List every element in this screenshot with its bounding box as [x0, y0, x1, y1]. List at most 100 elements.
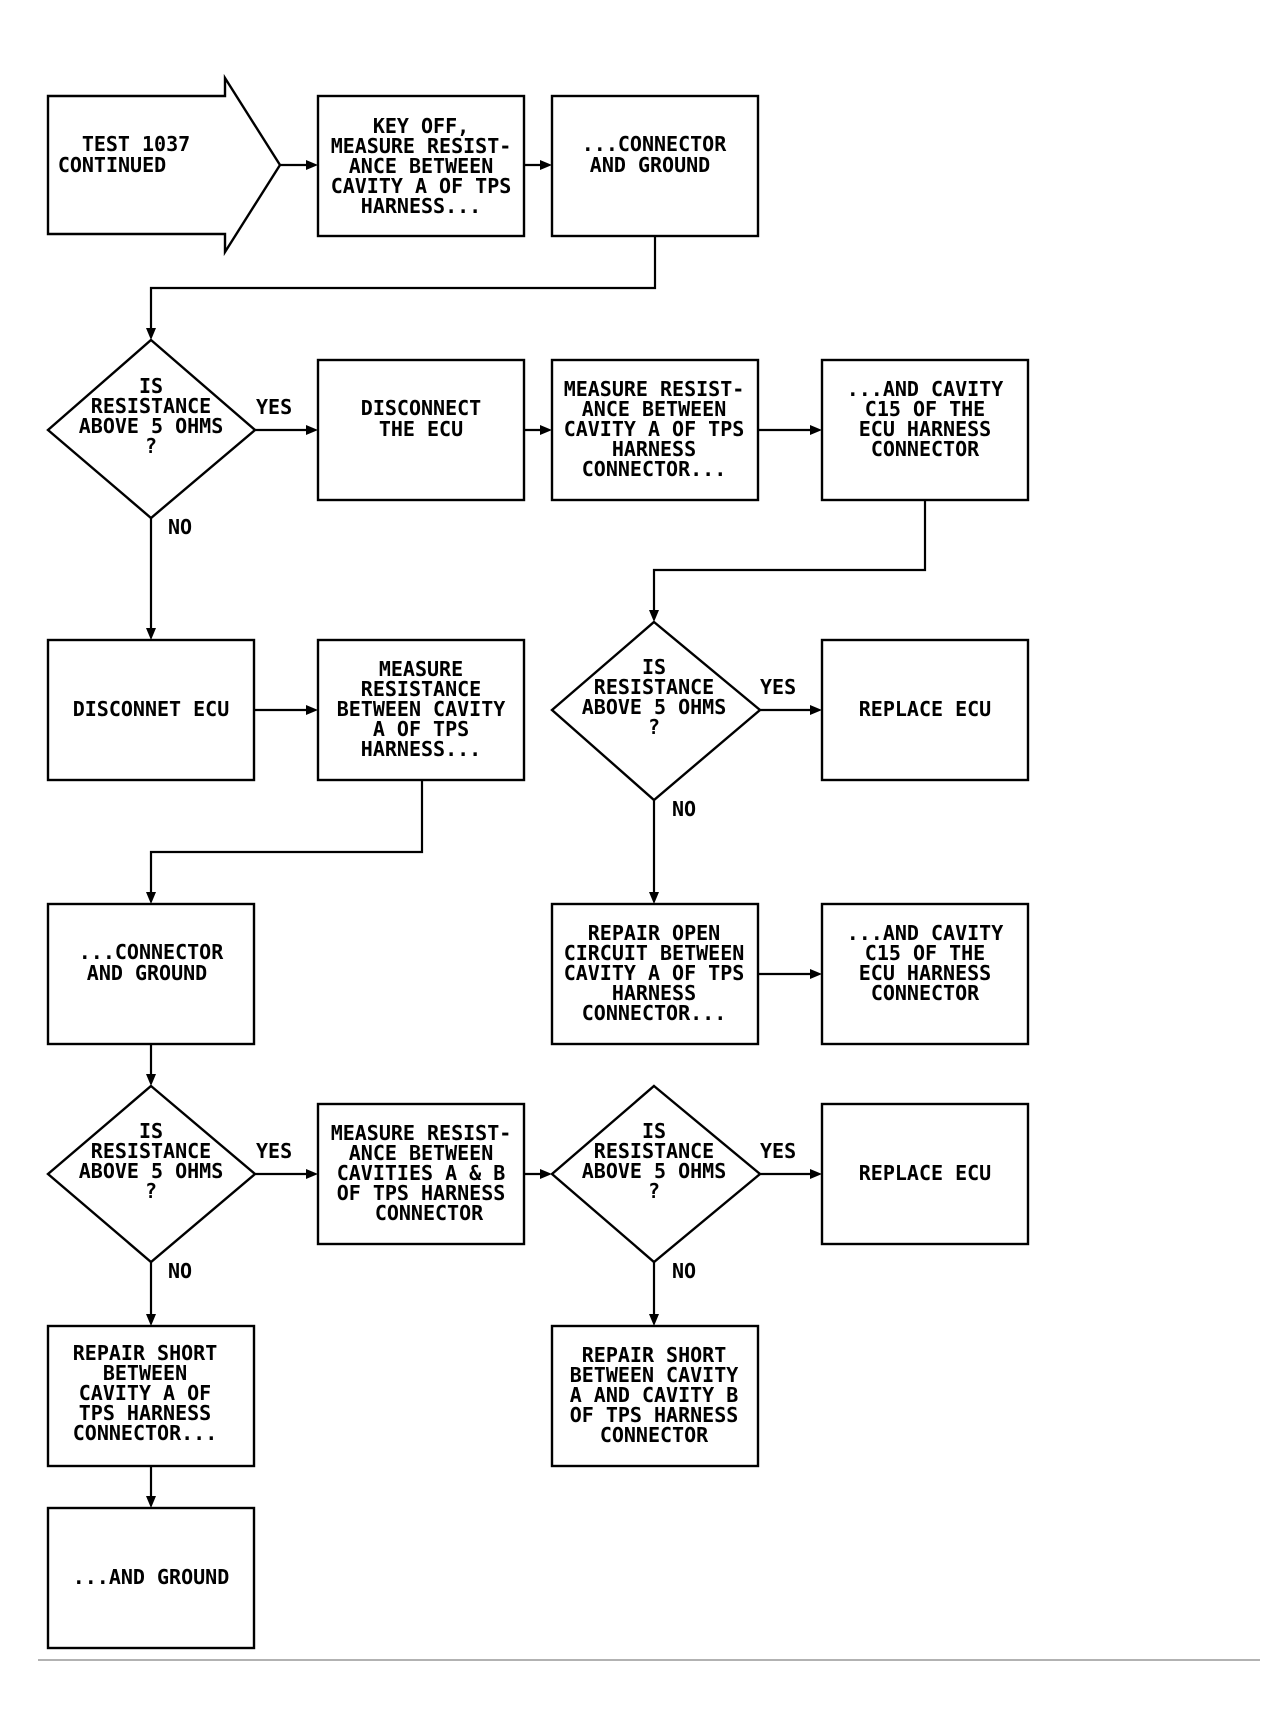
- box-measure-ab-line-2: ANCE BETWEEN: [349, 1141, 494, 1165]
- arrowhead-ground-2-to-decision-3: [146, 1074, 156, 1086]
- box-replace-ecu-1-line-1: REPLACE ECU: [859, 697, 991, 721]
- box-repair-short-ab-line-1: REPAIR SHORT: [582, 1343, 727, 1367]
- box-measure-tps-2-line-1: MEASURE: [379, 657, 463, 681]
- box-measure-tps-1: [550, 358, 760, 502]
- box-connector-ground-2: [46, 902, 256, 1046]
- box-connector-ground-2-line-1: ...CONNECTOR: [79, 940, 224, 964]
- arrowhead-decision-3-no: [146, 1314, 156, 1326]
- box-measure-tps-1-line-2: ANCE BETWEEN: [582, 397, 727, 421]
- box-repair-open-line-4: HARNESS: [612, 981, 696, 1005]
- connector-ground-1-to-decision-1: [149, 236, 657, 334]
- box-cavity-c15-2-line-3: ECU HARNESS: [859, 961, 991, 985]
- box-measure-tps-2-line-3: BETWEEN CAVITY: [337, 697, 506, 721]
- box-measure-tps-2-line-2: RESISTANCE: [361, 677, 481, 701]
- box-connector-ground-1-line-1: ...CONNECTOR: [582, 132, 727, 156]
- arrowhead-repair-short-a-to-and-ground: [146, 1496, 156, 1508]
- box-repair-short-ab-line-4: OF TPS HARNESS: [570, 1403, 739, 1427]
- box-repair-open-circuit: [550, 902, 760, 1046]
- connector-measure-2-to-connector-ground-2: [149, 780, 424, 898]
- decision-1-line-1: IS: [139, 374, 163, 398]
- box-measure-tps-1-line-1: MEASURE RESIST-: [564, 377, 745, 401]
- arrowhead-disconnet-to-measure-2: [306, 705, 318, 715]
- decision-3-line-2: RESISTANCE: [91, 1139, 211, 1163]
- box-connector-ground-1-line-2: AND GROUND: [590, 153, 710, 177]
- start-label-line-1: TEST 1037: [82, 132, 190, 156]
- arrowhead-decision-1-no: [146, 628, 156, 640]
- box-measure-ab-line-3: CAVITIES A & B: [337, 1161, 506, 1185]
- arrowhead-decision-3-yes: [306, 1169, 318, 1179]
- box-measure-ab-line-1: MEASURE RESIST-: [331, 1121, 512, 1145]
- arrowhead-measure-ab-to-decision-4: [540, 1169, 552, 1179]
- decision-4-line-3: ABOVE 5 OHMS: [582, 1159, 727, 1183]
- arrowhead-decision-4-no: [649, 1314, 659, 1326]
- box-measure-tps-1-line-3: CAVITY A OF TPS: [564, 417, 745, 441]
- box-repair-short-ab-line-3: A AND CAVITY B: [570, 1383, 739, 1407]
- start-arrow-shape: [46, 73, 282, 257]
- arrowhead-disconnect-to-measure-1: [540, 425, 552, 435]
- box-repair-short-a-line-1: REPAIR SHORT: [73, 1341, 218, 1365]
- decision-3-no-label: NO: [168, 1259, 192, 1283]
- box-repair-short-ab-line-5: CONNECTOR: [600, 1423, 709, 1447]
- start-label-line-2: CONTINUED: [58, 153, 166, 177]
- box-cavity-c15-2-line-4: CONNECTOR: [871, 981, 980, 1005]
- box-measure-tps-1-line-5: CONNECTOR...: [582, 457, 727, 481]
- box-connector-ground-2-line-2: AND GROUND: [87, 961, 207, 985]
- box-repair-open-line-2: CIRCUIT BETWEEN: [564, 941, 745, 965]
- box-measure-tps-1-line-4: HARNESS: [612, 437, 696, 461]
- arrowhead-decision-4-yes: [810, 1169, 822, 1179]
- box-key-off-measure: [316, 94, 526, 238]
- box-cavity-c15-1-line-4: CONNECTOR: [871, 437, 980, 461]
- box-key-off-line-1: KEY OFF,: [373, 114, 469, 138]
- box-measure-tps-2-line-4: A OF TPS: [373, 717, 469, 741]
- box-and-ground-line-1: ...AND GROUND: [73, 1565, 230, 1589]
- decision-3-line-1: IS: [139, 1119, 163, 1143]
- box-cavity-c15-2-line-1: ...AND CAVITY: [847, 921, 1004, 945]
- decision-1-line-4: ?: [145, 434, 157, 458]
- decision-1-line-3: ABOVE 5 OHMS: [79, 414, 224, 438]
- decision-3-line-3: ABOVE 5 OHMS: [79, 1159, 224, 1183]
- decision-4-line-2: RESISTANCE: [594, 1139, 714, 1163]
- box-disconnect-the-ecu: [316, 358, 526, 502]
- decision-2-no-label: NO: [672, 797, 696, 821]
- decision-1-no-label: NO: [168, 515, 192, 539]
- connector-cavity-c15-1-to-decision-2: [652, 500, 927, 616]
- decision-4-line-1: IS: [642, 1119, 666, 1143]
- box-measure-tps-2-line-5: HARNESS...: [361, 737, 481, 761]
- box-key-off-line-4: CAVITY A OF TPS: [331, 174, 512, 198]
- decision-4-yes-label: YES: [760, 1139, 796, 1163]
- box-repair-short-a: [46, 1324, 256, 1468]
- box-repair-short-a-line-3: CAVITY A OF: [79, 1381, 211, 1405]
- box-repair-open-line-1: REPAIR OPEN: [588, 921, 720, 945]
- arrowhead-ground-1-to-decision-1: [146, 328, 156, 340]
- box-key-off-line-5: HARNESS...: [361, 194, 481, 218]
- box-key-off-line-3: ANCE BETWEEN: [349, 154, 494, 178]
- box-repair-short-a-line-4: TPS HARNESS: [79, 1401, 211, 1425]
- box-cavity-c15-1-line-2: C15 OF THE: [865, 397, 985, 421]
- box-repair-short-a-line-5: CONNECTOR...: [73, 1421, 218, 1445]
- box-measure-tps-2: [316, 638, 526, 782]
- arrowhead-measure-2-to-connector-ground-2: [146, 892, 156, 904]
- arrowhead-decision-1-yes: [306, 425, 318, 435]
- box-and-ground: [46, 1506, 256, 1650]
- decision-2-line-4: ?: [648, 715, 660, 739]
- decision-4-line-4: ?: [648, 1179, 660, 1203]
- decision-2-line-2: RESISTANCE: [594, 675, 714, 699]
- box-repair-short-a-line-2: BETWEEN: [103, 1361, 187, 1385]
- decision-2-line-3: ABOVE 5 OHMS: [582, 695, 727, 719]
- box-measure-ab-line-5: CONNECTOR: [375, 1201, 484, 1225]
- arrowhead-start-to-keyoff: [306, 160, 318, 170]
- box-cavity-c15-1-line-1: ...AND CAVITY: [847, 377, 1004, 401]
- box-repair-short-ab-line-2: BETWEEN CAVITY: [570, 1363, 739, 1387]
- decision-2-line-1: IS: [642, 655, 666, 679]
- box-cavity-c15-2: [820, 902, 1030, 1046]
- box-measure-ab-line-4: OF TPS HARNESS: [337, 1181, 506, 1205]
- box-replace-ecu-1: [820, 638, 1030, 782]
- box-cavity-c15-2-line-2: C15 OF THE: [865, 941, 985, 965]
- box-repair-short-ab: [550, 1324, 760, 1468]
- box-disconnect-the-ecu-line-1: DISCONNECT: [361, 396, 481, 420]
- decision-1-yes-label: YES: [256, 395, 292, 419]
- box-replace-ecu-2-line-1: REPLACE ECU: [859, 1161, 991, 1185]
- decision-3-yes-label: YES: [256, 1139, 292, 1163]
